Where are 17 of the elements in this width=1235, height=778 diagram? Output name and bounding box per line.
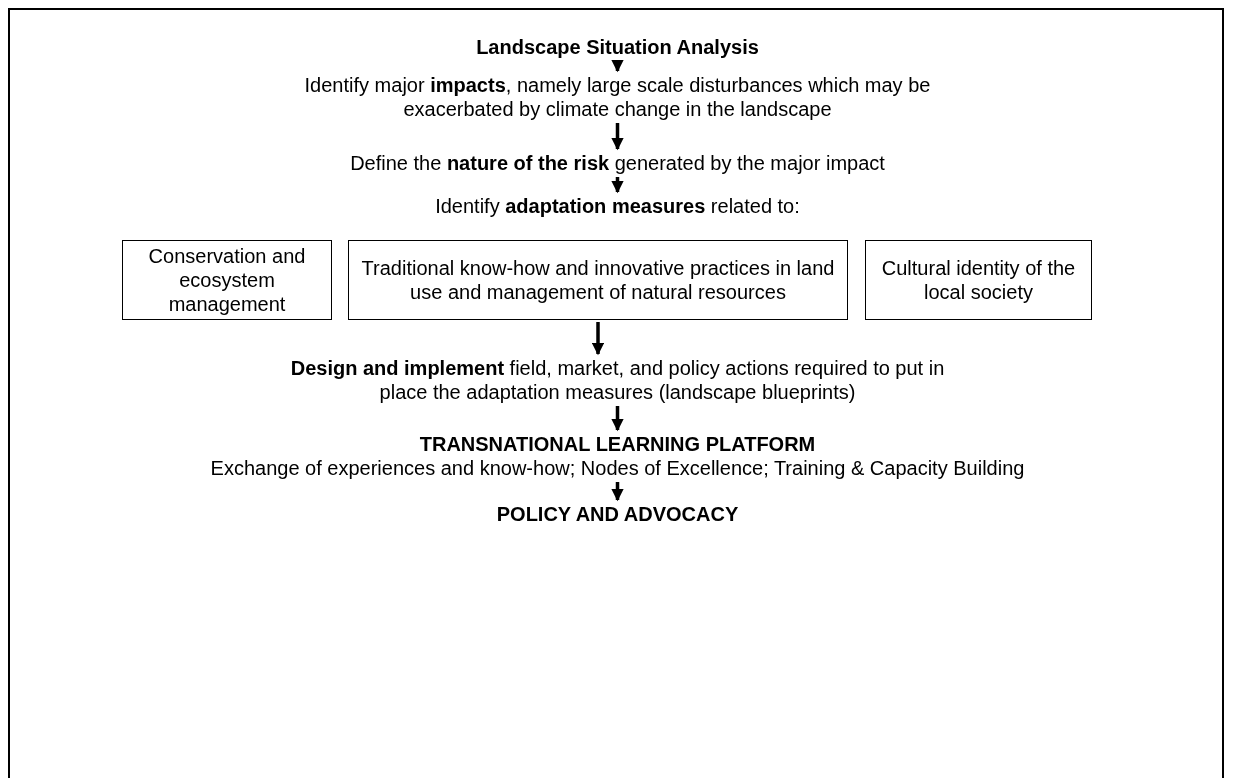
step-text: Identify adaptation measures related to: [435,194,800,218]
process-box: Cultural identity of the local society [865,240,1092,320]
arrow [611,60,624,73]
arrow [611,123,624,151]
arrow [591,322,605,356]
step-text: Identify major impacts, namely large scale disturbances which may be exacerbated by climate change in the landscape [297,73,938,121]
step-text: Design and implement field, market, and policy actions required to put in place the adaptation measures (landscape blueprints) [287,356,948,404]
arrow [611,406,624,432]
step-heading: Landscape Situation Analysis [476,35,759,59]
step-heading: POLICY AND ADVOCACY [496,502,739,526]
arrow [611,177,624,194]
step-text: Define the nature of the risk generated by the major impact [350,151,885,175]
step-text: Exchange of experiences and know-how; Nodes of Excellence; Training & Capacity Building [210,456,1025,480]
process-box: Conservation and ecosystem management [122,240,332,320]
arrow [611,482,624,502]
process-box: Traditional know-how and innovative practices in land use and management of natural resources [348,240,848,320]
step-heading: TRANSNATIONAL LEARNING PLATFORM [418,432,817,456]
